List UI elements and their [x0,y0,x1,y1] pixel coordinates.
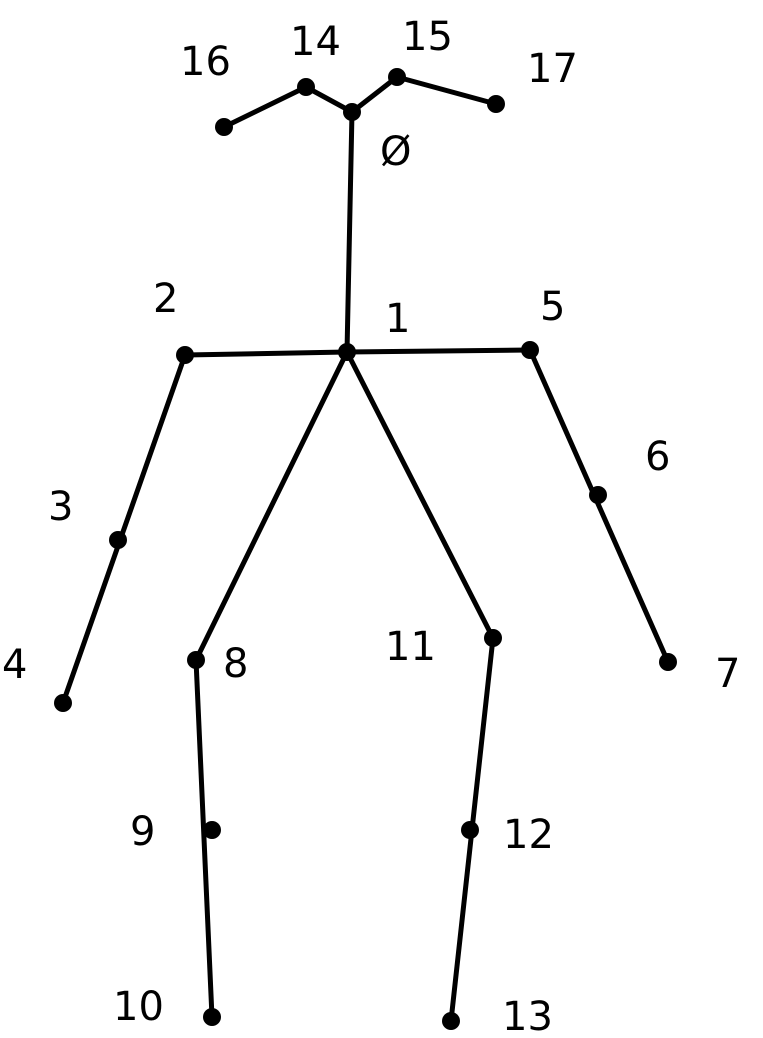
keypoint-label-8: 8 [223,641,248,687]
joint-8 [187,651,205,669]
keypoint-label-12: 12 [503,812,554,858]
joint-3 [109,531,127,549]
bone-5-7 [527,347,671,665]
bone-1-0 [344,109,355,355]
keypoint-label-2: 2 [153,276,178,322]
keypoint-label-5: 5 [540,284,565,330]
joint-5 [521,341,539,359]
bone-1-5 [344,347,533,355]
keypoint-label-1: 1 [385,296,410,342]
bone-0-15 [349,74,400,115]
bone-1-8 [193,349,350,663]
bone-2-4 [60,352,188,706]
keypoint-label-11: 11 [385,624,436,670]
bone-1-11 [344,349,496,641]
skeleton-joints [54,68,677,1030]
joint-4 [54,694,72,712]
joint-7 [659,653,677,671]
keypoint-label-14: 14 [290,19,341,65]
keypoint-label-3: 3 [48,484,73,530]
joint-17 [487,95,505,113]
joint-0 [343,103,361,121]
bone-8-10 [193,657,215,1020]
keypoint-label-16: 16 [180,39,231,85]
joint-16 [215,118,233,136]
keypoint-label-9: 9 [130,809,155,855]
joint-13 [442,1012,460,1030]
keypoint-label-10: 10 [113,984,164,1030]
keypoint-label-15: 15 [402,14,453,60]
keypoint-label-0: Ø [380,129,411,175]
joint-15 [388,68,406,86]
joint-10 [203,1008,221,1026]
joint-9 [203,821,221,839]
joint-14 [297,78,315,96]
bone-15-17 [394,74,499,107]
keypoint-label-13: 13 [502,994,553,1038]
bone-1-2 [182,349,350,358]
keypoint-label-6: 6 [645,434,670,480]
joint-11 [484,629,502,647]
joint-6 [589,486,607,504]
joint-2 [176,346,194,364]
keypoint-label-7: 7 [715,651,740,697]
keypoint-label-4: 4 [2,642,27,688]
joint-12 [461,821,479,839]
joint-1 [338,343,356,361]
keypoint-label-17: 17 [527,46,578,92]
keypoint-labels: Ø 1 2 3 4 5 6 7 8 9 10 11 12 13 14 15 16… [2,14,740,1038]
bone-14-16 [221,84,309,130]
skeleton-bones [60,74,671,1024]
